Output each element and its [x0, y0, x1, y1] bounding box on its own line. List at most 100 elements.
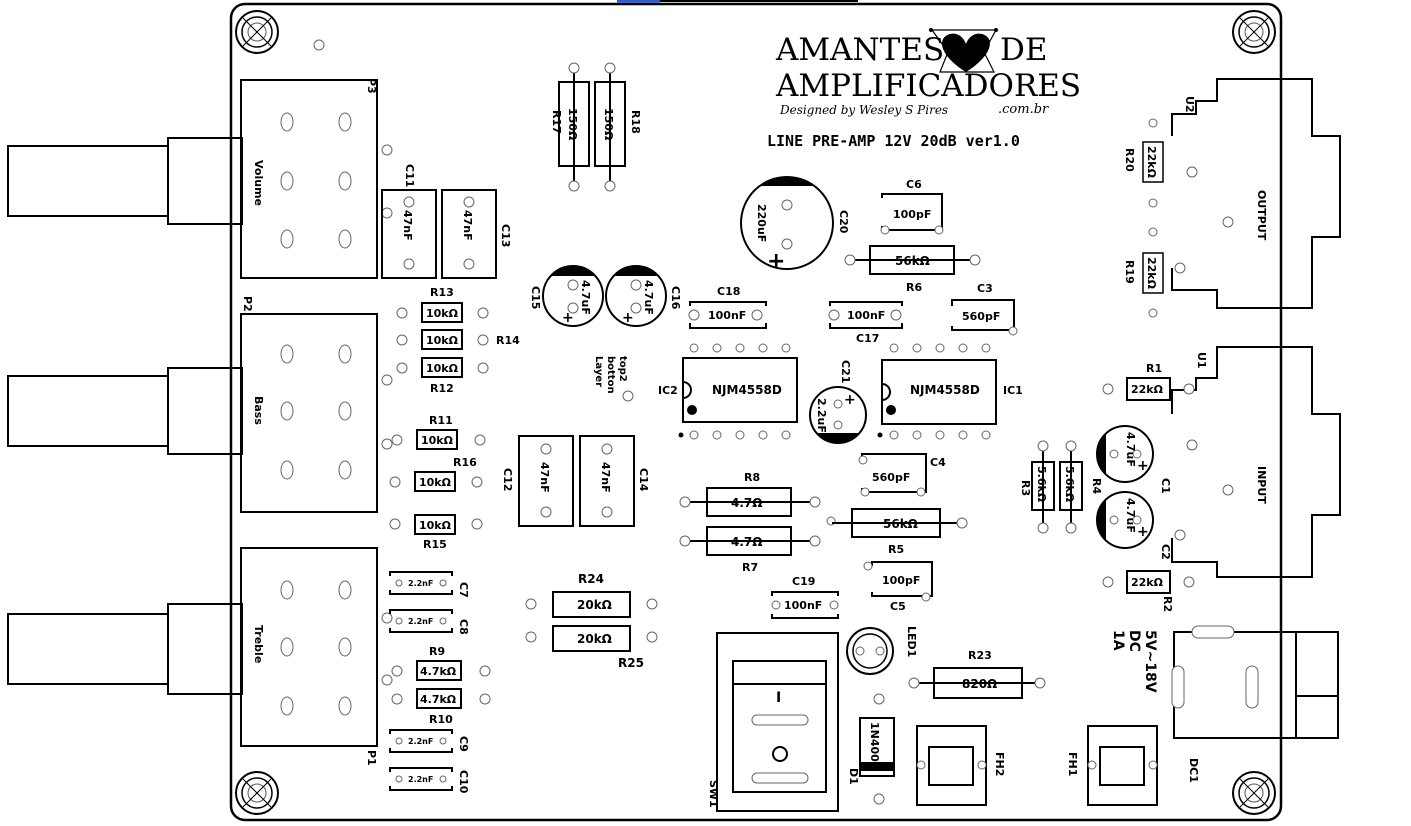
- svg-text:R19: R19: [1123, 260, 1136, 284]
- resistor-r5: 56kΩ R5: [832, 508, 968, 556]
- svg-text:1A: 1A: [1110, 630, 1126, 651]
- svg-text:C10: C10: [457, 770, 470, 794]
- svg-text:4.7uF: 4.7uF: [642, 280, 655, 315]
- svg-text:4.7uF: 4.7uF: [1124, 432, 1137, 467]
- cap-c19: 100nF C19: [771, 575, 839, 619]
- svg-text:U1: U1: [1195, 352, 1208, 369]
- resistor-r15: 10kΩ R15: [389, 514, 483, 551]
- cap-c17: 100nF C17: [828, 301, 903, 345]
- svg-text:150Ω: 150Ω: [566, 108, 579, 141]
- svg-text:+: +: [767, 249, 785, 274]
- svg-text:DC: DC: [1126, 630, 1142, 652]
- svg-text:C4: C4: [930, 456, 946, 469]
- resistor-r7: 4.7Ω R7: [679, 516, 836, 574]
- svg-text:R10: R10: [429, 713, 453, 726]
- brand-signature: Designed by Wesley S Pires: [779, 103, 948, 117]
- cap-c11: 47nF C11: [381, 164, 437, 279]
- cap-c2: + 4.7uF C2: [1096, 491, 1172, 560]
- svg-text:R9: R9: [429, 645, 445, 658]
- svg-text:100pF: 100pF: [882, 574, 920, 587]
- svg-text:20kΩ: 20kΩ: [577, 632, 612, 646]
- svg-text:10kΩ: 10kΩ: [426, 362, 459, 375]
- resistor-r8: 4.7Ω R8: [679, 471, 821, 517]
- svg-text:R1: R1: [1146, 362, 1162, 375]
- pot-ref: P2: [241, 296, 254, 312]
- svg-text:C9: C9: [457, 736, 470, 752]
- svg-text:R16: R16: [453, 456, 477, 469]
- svg-text:10kΩ: 10kΩ: [419, 476, 452, 489]
- svg-text:C13: C13: [499, 224, 512, 247]
- cap-c14: 47nF C14: [579, 435, 650, 527]
- resistor-r25: 20kΩ R25: [525, 625, 658, 670]
- svg-text:R3: R3: [1019, 480, 1032, 496]
- cap-c7: 2.2nF C7: [389, 571, 470, 598]
- svg-text:C12: C12: [501, 468, 514, 491]
- svg-text:47nF: 47nF: [401, 210, 414, 241]
- cap-c3: 560pF C3: [951, 282, 1018, 336]
- svg-text:820Ω: 820Ω: [962, 677, 997, 691]
- resistor-r9: 4.7kΩ R9: [391, 645, 491, 681]
- fuse-holder-fh1: FH1: [1066, 725, 1158, 806]
- svg-text:22kΩ: 22kΩ: [1131, 576, 1164, 589]
- svg-text:R12: R12: [430, 382, 454, 395]
- svg-text:47nF: 47nF: [461, 210, 474, 241]
- svg-text:C3: C3: [977, 282, 993, 295]
- resistor-r17: 150Ω R17: [550, 62, 590, 192]
- cap-c18: 100nF C18: [688, 285, 767, 329]
- svg-text:10kΩ: 10kΩ: [426, 334, 459, 347]
- svg-text:C11: C11: [403, 164, 416, 187]
- svg-text:+: +: [1137, 458, 1149, 474]
- mounting-hole: [235, 771, 279, 815]
- svg-text:C6: C6: [906, 178, 922, 191]
- svg-text:2.2nF: 2.2nF: [408, 737, 433, 746]
- svg-text:R4: R4: [1090, 478, 1103, 494]
- svg-text:C21: C21: [839, 360, 852, 383]
- cap-c4: 560pF C4: [858, 453, 946, 497]
- svg-text:C8: C8: [457, 619, 470, 635]
- resistor-r11: 10kΩ R11: [391, 414, 486, 450]
- jack-u2: U2 OUTPUT: [1171, 78, 1341, 309]
- svg-text:IC1: IC1: [1003, 384, 1023, 397]
- svg-text:R6: R6: [906, 281, 922, 294]
- svg-text:4.7kΩ: 4.7kΩ: [420, 665, 457, 678]
- svg-text:1N4005: 1N4005: [868, 722, 881, 769]
- resistor-r20: 22kΩ R20: [1123, 118, 1164, 208]
- svg-text:D1: D1: [847, 768, 860, 785]
- svg-text:C5: C5: [890, 600, 906, 613]
- svg-text:C7: C7: [457, 582, 470, 598]
- svg-text:C14: C14: [637, 468, 650, 492]
- mounting-hole: [1232, 771, 1276, 815]
- svg-text:100nF: 100nF: [784, 599, 822, 612]
- svg-text:10kΩ: 10kΩ: [421, 434, 454, 447]
- svg-text:560pF: 560pF: [872, 471, 910, 484]
- svg-text:FH2: FH2: [993, 752, 1006, 776]
- brand-domain: .com.br: [998, 102, 1049, 117]
- svg-text:5.6kΩ: 5.6kΩ: [1063, 466, 1076, 503]
- svg-text:C1: C1: [1159, 478, 1172, 494]
- svg-text:FH1: FH1: [1066, 752, 1079, 776]
- svg-text:22kΩ: 22kΩ: [1145, 257, 1158, 290]
- svg-text:150Ω: 150Ω: [602, 108, 615, 141]
- svg-text:R11: R11: [429, 414, 453, 427]
- svg-text:R14: R14: [496, 334, 520, 347]
- resistor-r1: 22kΩ R1: [1102, 362, 1195, 401]
- cap-c1: + 4.7uF C1: [1096, 425, 1172, 494]
- brand-line1: AMANTES: [775, 32, 944, 68]
- svg-text:U2: U2: [1183, 96, 1196, 113]
- svg-text:47nF: 47nF: [538, 462, 551, 493]
- svg-text:R25: R25: [618, 656, 644, 670]
- board-outline: [229, 2, 1283, 822]
- svg-text:2.2nF: 2.2nF: [408, 579, 433, 588]
- svg-text:100nF: 100nF: [708, 309, 746, 322]
- svg-text:R5: R5: [888, 543, 904, 556]
- cap-c8: 2.2nF C8: [389, 609, 470, 635]
- svg-text:R8: R8: [744, 471, 760, 484]
- svg-text:R17: R17: [550, 110, 563, 134]
- cap-c16: + 4.7uF C16: [605, 265, 682, 327]
- svg-text:top2: top2: [617, 356, 628, 382]
- svg-text:+: +: [562, 310, 574, 326]
- svg-text:C2: C2: [1159, 544, 1172, 560]
- heart-icon: [942, 33, 990, 72]
- svg-text:5.6kΩ: 5.6kΩ: [1035, 466, 1048, 503]
- svg-text:+: +: [622, 310, 634, 326]
